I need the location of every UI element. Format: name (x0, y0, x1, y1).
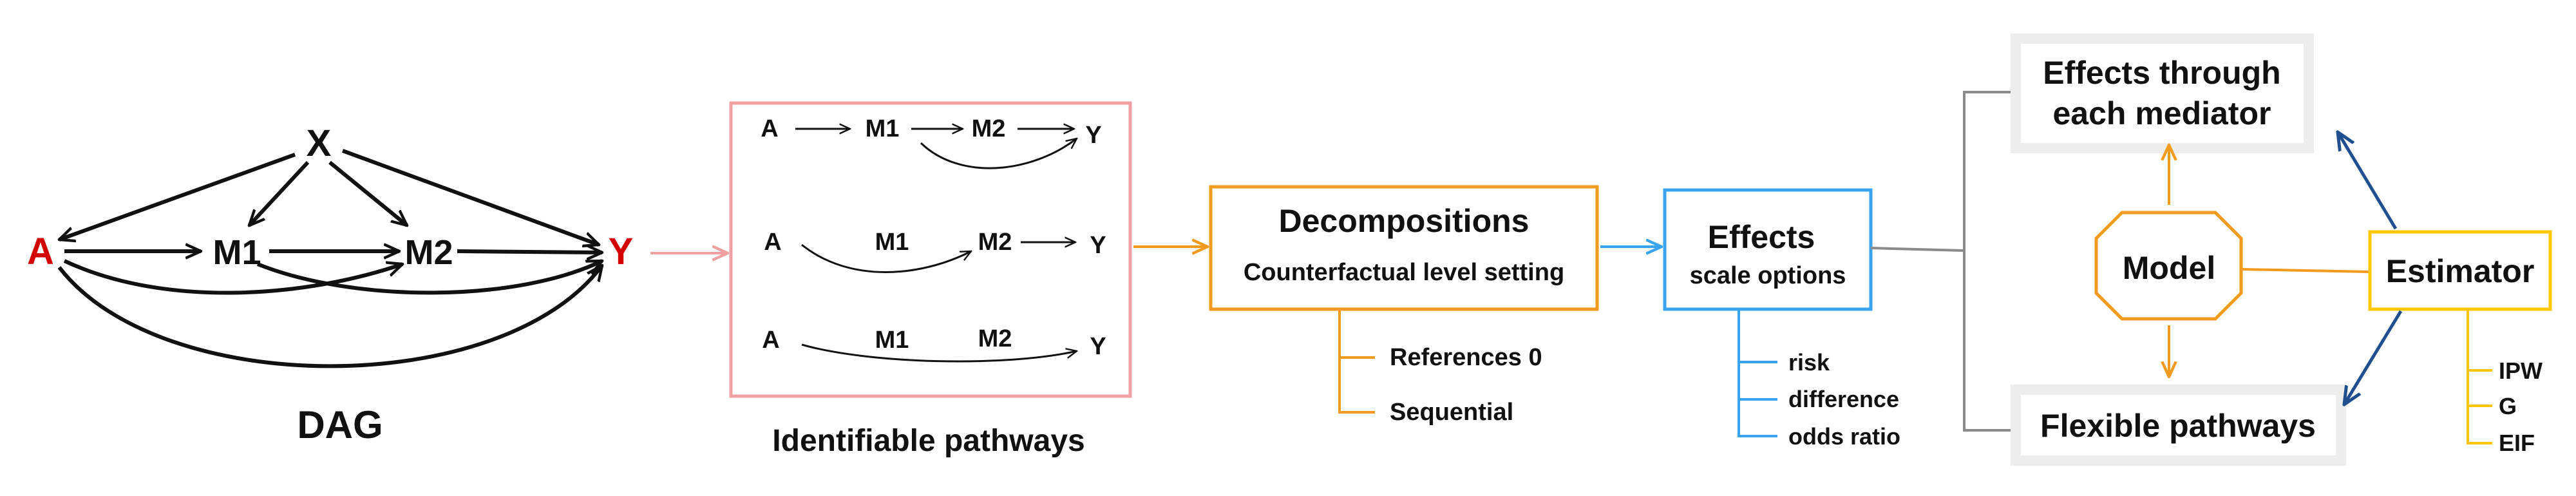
arrow-estimator-to-through-mediator (2338, 132, 2398, 230)
pathway-row-2-m2: M2 (978, 229, 1012, 256)
pathway-row-3-curve-a-y (801, 343, 1077, 363)
estimator-option-2: G (2499, 393, 2517, 419)
pathway-row-3-a: A (762, 327, 779, 354)
pathway-row-2: A M1 M2 Y (764, 229, 1106, 273)
dag-caption: DAG (297, 403, 383, 446)
pathways-box (729, 101, 1132, 398)
pathway-row-1: A M1 M2 Y (761, 115, 1102, 169)
flexible-pathways-label: Flexible pathways (2040, 408, 2316, 444)
decompositions-options-connector (1338, 309, 1375, 414)
effects-title: Effects (1708, 219, 1815, 255)
decompositions-section: Decompositions Counterfactual level sett… (1209, 185, 1599, 426)
effects-box (1663, 188, 1873, 311)
pathway-row-3-m1: M1 (875, 327, 909, 354)
estimator-section: Estimator IPW G EIF (2338, 132, 2552, 456)
dag-section: X A M1 M2 Y DAG (27, 122, 633, 446)
model-section: Model (2094, 145, 2371, 377)
decompositions-title: Decompositions (1279, 203, 1530, 239)
model-label: Model (2123, 250, 2215, 286)
edge-x-m2 (328, 160, 407, 225)
dag-node-x: X (307, 122, 332, 164)
decompositions-option-2: Sequential (1390, 399, 1513, 426)
decompositions-option-1: References 0 (1390, 344, 1542, 371)
effects-option-3: odds ratio (1788, 423, 1900, 450)
edge-m1-y (256, 259, 602, 295)
edge-a-y (57, 265, 602, 368)
dag-node-y: Y (609, 231, 634, 272)
edge-a-m2 (63, 259, 402, 295)
pathways-section: A M1 M2 Y A M1 M2 Y A M1 M2 Y Identifiab… (729, 101, 1132, 458)
dag-node-m2: M2 (404, 233, 453, 272)
effects-option-2: difference (1788, 386, 1899, 412)
estimator-option-1: IPW (2499, 358, 2543, 384)
decompositions-subtitle: Counterfactual level setting (1244, 259, 1564, 286)
edge-x-y (341, 149, 599, 245)
pathway-row-2-y: Y (1090, 232, 1106, 259)
pathway-row-2-m1: M1 (875, 229, 909, 256)
estimator-label: Estimator (2386, 253, 2535, 289)
pathway-row-1-m2: M2 (972, 115, 1006, 142)
edge-m2-y (457, 251, 602, 253)
decompositions-box (1209, 185, 1599, 311)
effects-section: Effects scale options risk difference od… (1663, 188, 1900, 450)
flexible-pathways-box (2011, 385, 2346, 466)
through-mediator-line-2: each mediator (2052, 95, 2271, 131)
model-shape (2094, 211, 2243, 321)
pathway-row-3-y: Y (1090, 333, 1106, 360)
pathway-row-1-curve-m1-y (920, 138, 1077, 169)
dag-node-a: A (27, 231, 54, 272)
estimator-option-3: EIF (2499, 430, 2535, 456)
outputs-section: Effects through each mediator Flexible p… (2011, 33, 2346, 466)
edge-x-m1 (249, 160, 310, 225)
pathway-row-2-curve-a-m2 (801, 243, 971, 273)
effects-to-outputs-connector (1870, 91, 2016, 432)
pathway-row-3-m2: M2 (978, 325, 1012, 352)
estimator-box (2368, 230, 2552, 311)
pathway-row-1-m1: M1 (866, 115, 900, 142)
effects-option-1: risk (1788, 349, 1830, 376)
connector-model-estimator (2240, 268, 2371, 273)
arrow-estimator-to-flexible (2344, 310, 2403, 405)
pathway-row-2-a: A (764, 229, 781, 256)
through-mediator-line-1: Effects through (2043, 55, 2280, 91)
effects-options-connector (1738, 309, 1777, 437)
edge-x-a (59, 153, 296, 240)
pathway-row-1-a: A (761, 115, 778, 142)
effects-subtitle: scale options (1690, 262, 1846, 289)
estimator-options-connector (2467, 309, 2492, 444)
pathways-caption: Identifiable pathways (772, 424, 1084, 458)
dag-node-m1: M1 (213, 233, 261, 272)
pathway-row-1-y: Y (1085, 122, 1101, 149)
dag-edges (57, 149, 602, 368)
pathway-row-3: A M1 M2 Y (762, 325, 1106, 363)
